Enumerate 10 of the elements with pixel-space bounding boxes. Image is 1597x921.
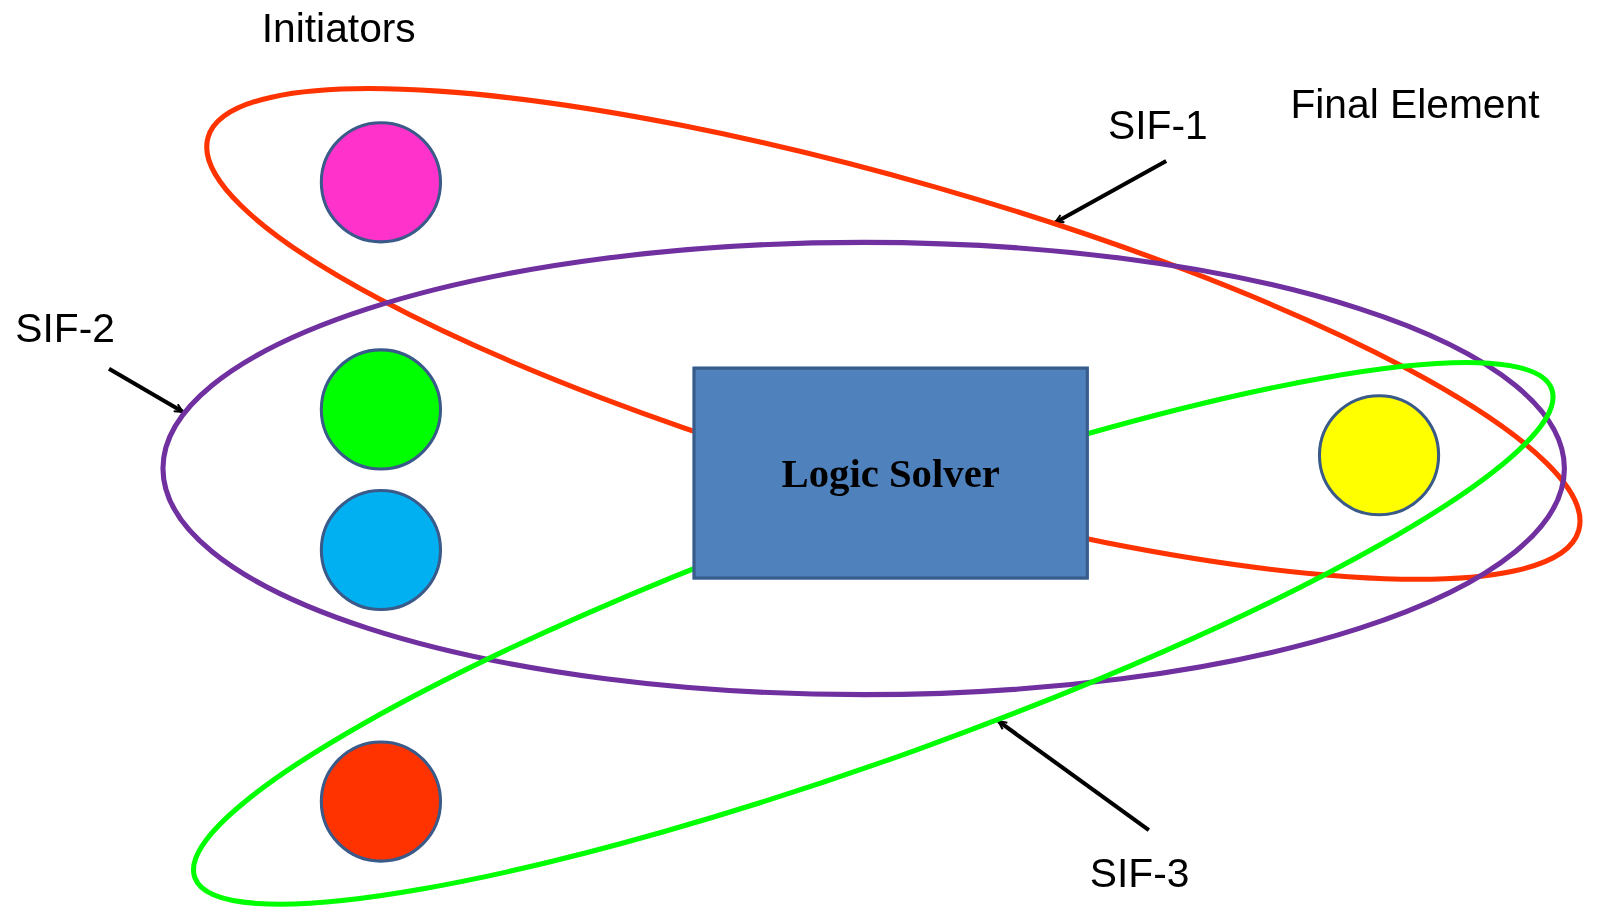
arrow bbox=[1054, 159, 1168, 225]
arrow bbox=[107, 366, 184, 414]
group-heading: Final Element bbox=[1290, 81, 1540, 127]
group-heading: Initiators bbox=[261, 5, 416, 50]
process-box bbox=[692, 366, 1089, 580]
box-label: Logic Solver bbox=[781, 449, 1000, 497]
arrow bbox=[997, 719, 1151, 832]
callout-label: SIF-3 bbox=[1089, 850, 1190, 896]
callout-label: SIF-2 bbox=[15, 305, 115, 351]
callout-label: SIF-1 bbox=[1108, 101, 1208, 147]
